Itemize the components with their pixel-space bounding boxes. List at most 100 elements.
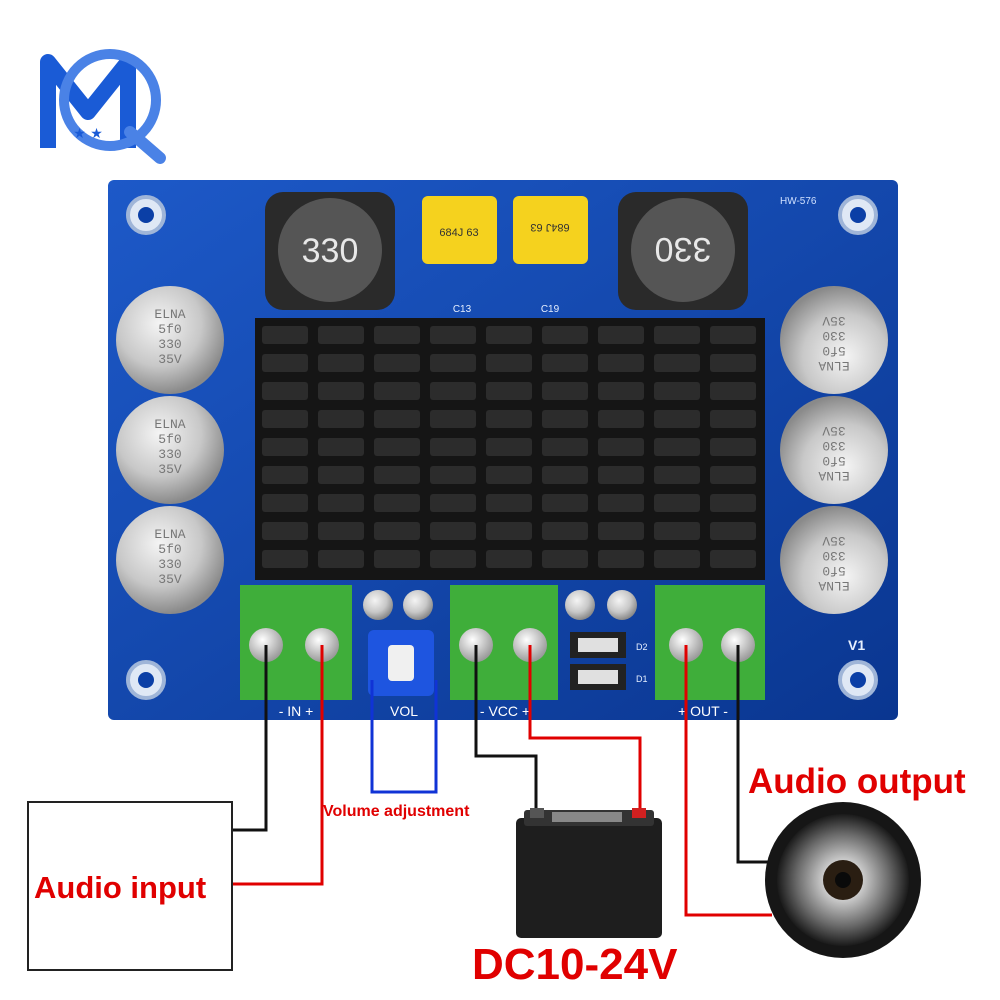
heatsink-fin bbox=[542, 522, 588, 540]
heatsink-fin bbox=[262, 466, 308, 484]
heatsink-fin bbox=[318, 438, 364, 456]
capacitor-marking: 35V bbox=[822, 313, 846, 328]
heatsink-fin bbox=[430, 494, 476, 512]
heatsink-fin bbox=[262, 438, 308, 456]
capacitor-marking: 330 bbox=[158, 557, 181, 572]
capacitor-marking: 5f0 bbox=[822, 563, 845, 578]
heatsink-fin bbox=[486, 494, 532, 512]
capacitor-marking: ELNA bbox=[154, 527, 185, 542]
wire-input-positive bbox=[232, 645, 324, 886]
heatsink-fin bbox=[598, 522, 644, 540]
heatsink-fin bbox=[486, 326, 532, 344]
cap-ref-c19: C19 bbox=[541, 304, 560, 315]
heatsink-fin bbox=[430, 410, 476, 428]
heatsink-fin bbox=[542, 382, 588, 400]
heatsink-fin bbox=[262, 522, 308, 540]
capacitor-marking: 330 bbox=[158, 337, 181, 352]
volume-potentiometer[interactable] bbox=[368, 630, 434, 696]
volume-adjustment-label: Volume adjustment bbox=[323, 803, 470, 820]
capacitor-marking: 5f0 bbox=[822, 453, 845, 468]
board-model: HW-576 bbox=[780, 196, 817, 207]
heatsink-fin bbox=[654, 438, 700, 456]
heatsink-fin bbox=[262, 410, 308, 428]
heatsink-fin bbox=[262, 326, 308, 344]
svg-text:D1: D1 bbox=[636, 674, 648, 684]
heatsink-fin bbox=[710, 354, 756, 372]
heatsink-fin bbox=[598, 326, 644, 344]
heatsink-fin bbox=[598, 466, 644, 484]
wire-vcc-negative bbox=[474, 645, 538, 812]
heatsink-fin bbox=[598, 410, 644, 428]
heatsink-fin bbox=[374, 382, 420, 400]
capacitor-marking: 330 bbox=[822, 328, 845, 343]
heatsink-fin bbox=[710, 438, 756, 456]
heatsink-fin bbox=[654, 354, 700, 372]
heatsink-fin bbox=[318, 354, 364, 372]
heatsink-fin bbox=[430, 438, 476, 456]
dc-voltage-label: DC10-24V bbox=[472, 940, 678, 989]
heatsink-fin bbox=[654, 326, 700, 344]
heatsink-fin bbox=[430, 326, 476, 344]
heatsink-fin bbox=[598, 354, 644, 372]
svg-text:★ ★: ★ ★ bbox=[73, 126, 103, 142]
brand-logo: ★ ★ bbox=[40, 49, 166, 164]
wire-vcc-positive bbox=[528, 645, 642, 818]
diodes: D2 D1 bbox=[570, 632, 648, 690]
heatsink-fin bbox=[542, 354, 588, 372]
heatsink-fin bbox=[486, 382, 532, 400]
capacitor-marking: ELNA bbox=[818, 358, 849, 373]
heatsink-fin bbox=[374, 354, 420, 372]
speaker-icon bbox=[765, 802, 921, 958]
svg-text:684J 63: 684J 63 bbox=[439, 227, 478, 239]
capacitor-marking: 5f0 bbox=[158, 542, 181, 557]
capacitor-marking: 330 bbox=[822, 548, 845, 563]
heatsink-fin bbox=[262, 382, 308, 400]
heatsink-fin bbox=[542, 326, 588, 344]
heatsink-fin bbox=[710, 550, 756, 568]
film-capacitor-left: 684J 63 bbox=[422, 196, 497, 264]
heatsink-fin bbox=[598, 494, 644, 512]
heatsink-fin bbox=[262, 550, 308, 568]
audio-input-label: Audio input bbox=[34, 870, 207, 905]
capacitor-marking: 35V bbox=[158, 572, 182, 587]
heatsink-fin bbox=[598, 382, 644, 400]
audio-output-label: Audio output bbox=[748, 762, 966, 801]
heatsink-fin bbox=[654, 494, 700, 512]
heatsink-fin bbox=[262, 354, 308, 372]
capacitor-marking: 5f0 bbox=[158, 432, 181, 447]
heatsink-fin bbox=[598, 550, 644, 568]
heatsink-fin bbox=[430, 550, 476, 568]
heatsink-fin bbox=[430, 354, 476, 372]
heatsink-fin bbox=[318, 410, 364, 428]
heatsink-fin bbox=[654, 522, 700, 540]
heatsink-fin bbox=[374, 494, 420, 512]
terminal-label-vol: VOL bbox=[390, 703, 418, 719]
heatsink bbox=[255, 318, 765, 580]
board-version: V1 bbox=[848, 637, 865, 653]
heatsink-fin bbox=[486, 522, 532, 540]
wire-input-negative bbox=[232, 645, 268, 832]
heatsink-fin bbox=[542, 466, 588, 484]
small-capacitors bbox=[363, 590, 637, 620]
heatsink-fin bbox=[262, 494, 308, 512]
capacitor-marking: 330 bbox=[158, 447, 181, 462]
cap-ref-c13: C13 bbox=[453, 304, 472, 315]
heatsink-fin bbox=[318, 466, 364, 484]
capacitor-marking: 35V bbox=[158, 462, 182, 477]
wire-out-positive bbox=[684, 645, 772, 917]
terminal-label-out: + OUT - bbox=[678, 703, 728, 719]
audio-input-box bbox=[27, 801, 233, 971]
heatsink-fin bbox=[318, 522, 364, 540]
heatsink-fin bbox=[598, 438, 644, 456]
heatsink-fin bbox=[486, 410, 532, 428]
capacitor-marking: ELNA bbox=[154, 417, 185, 432]
capacitor-marking: ELNA bbox=[154, 307, 185, 322]
capacitor-marking: 35V bbox=[158, 352, 182, 367]
heatsink-fin bbox=[374, 466, 420, 484]
